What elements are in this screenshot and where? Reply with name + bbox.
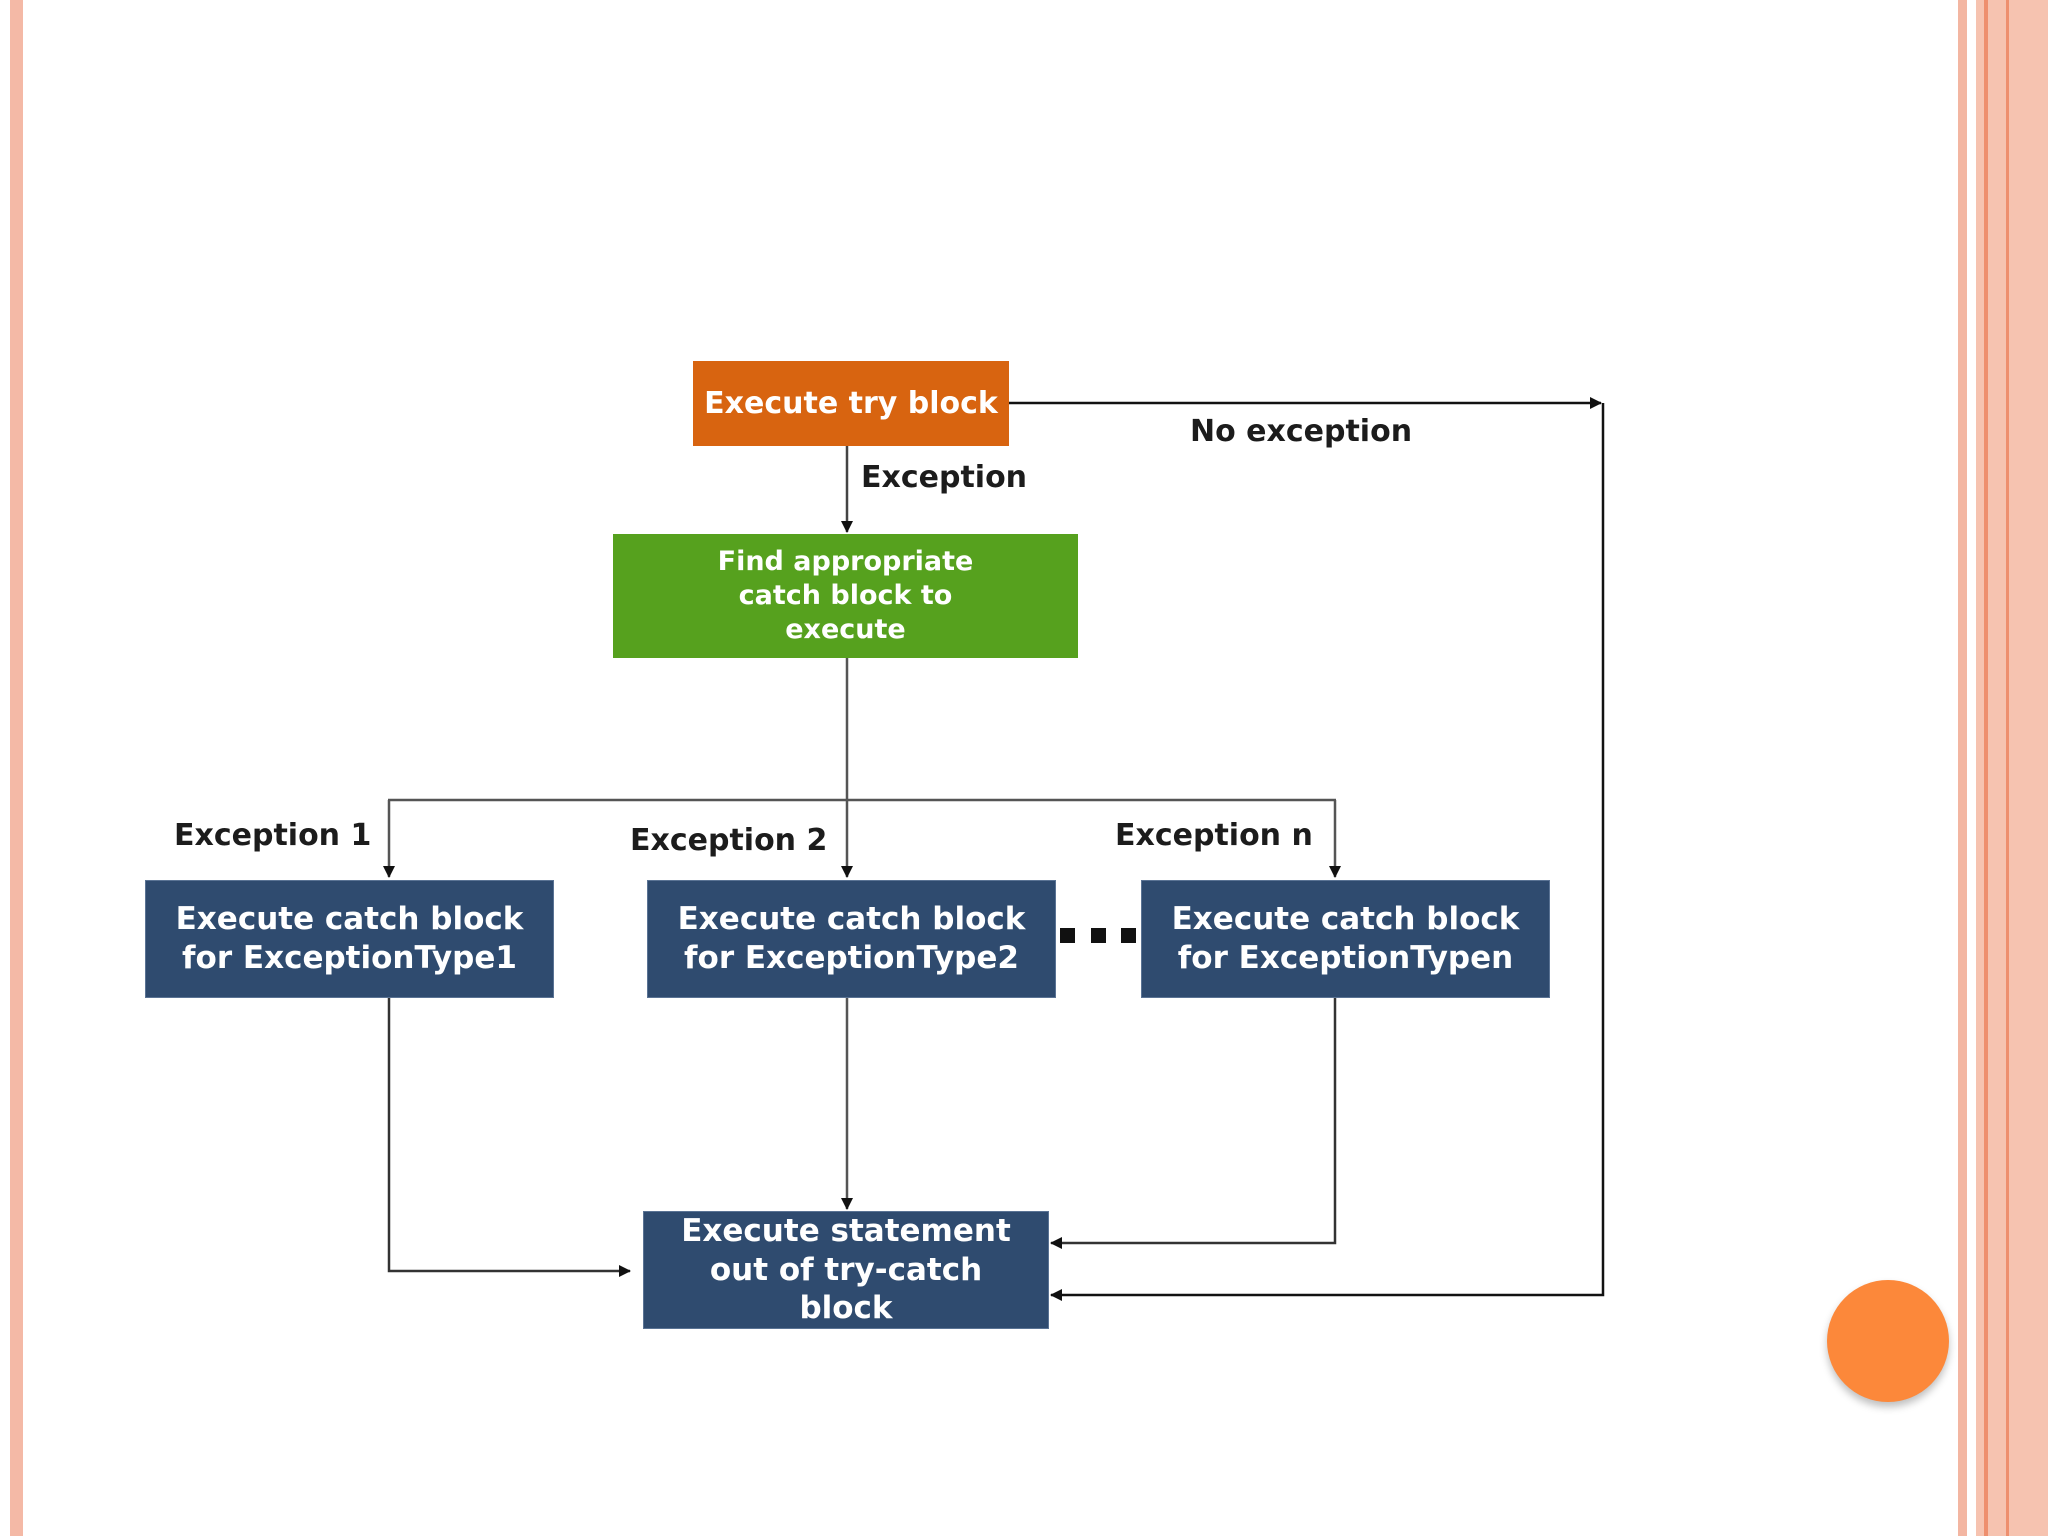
out-of-try-catch-label: Execute statement out of try-catch block bbox=[681, 1212, 1011, 1327]
orange-circle-decoration bbox=[1827, 1280, 1949, 1402]
edge-label-exception-n: Exception n bbox=[1115, 818, 1313, 853]
arrow-catchn-to-out bbox=[1050, 998, 1337, 1249]
out-of-try-catch-node: Execute statement out of try-catch block bbox=[643, 1211, 1049, 1329]
edge-label-exception-2: Exception 2 bbox=[630, 823, 828, 858]
edge-label-exception: Exception bbox=[861, 460, 1028, 495]
try-block-node: Execute try block bbox=[693, 361, 1009, 446]
slide-border-right-outer bbox=[1976, 0, 2048, 1536]
catch-block-1-node: Execute catch block for ExceptionType1 bbox=[145, 880, 554, 998]
slide-border-left bbox=[10, 0, 23, 1536]
edge-label-exception-1: Exception 1 bbox=[174, 818, 372, 853]
try-block-label: Execute try block bbox=[704, 385, 998, 421]
ellipsis-dot bbox=[1060, 928, 1075, 943]
ellipsis-icon bbox=[1060, 928, 1136, 944]
catch-block-n-label: Execute catch block for ExceptionTypen bbox=[1171, 901, 1520, 976]
arrow-no-exception-return bbox=[1050, 403, 1605, 1301]
ellipsis-dot bbox=[1090, 928, 1106, 943]
catch-block-2-node: Execute catch block for ExceptionType2 bbox=[647, 880, 1056, 998]
ellipsis-dot bbox=[1121, 928, 1136, 943]
edge-label-no-exception: No exception bbox=[1190, 414, 1413, 449]
catch-block-n-node: Execute catch block for ExceptionTypen bbox=[1141, 880, 1550, 998]
slide-border-right-inner bbox=[1958, 0, 1967, 1536]
catch-block-2-label: Execute catch block for ExceptionType2 bbox=[677, 901, 1026, 976]
catch-block-1-label: Execute catch block for ExceptionType1 bbox=[175, 901, 524, 976]
find-catch-node: Find appropriate catch block to execute bbox=[613, 534, 1078, 658]
arrow-catch1-to-out bbox=[387, 998, 631, 1277]
find-catch-label: Find appropriate catch block to execute bbox=[717, 546, 974, 645]
